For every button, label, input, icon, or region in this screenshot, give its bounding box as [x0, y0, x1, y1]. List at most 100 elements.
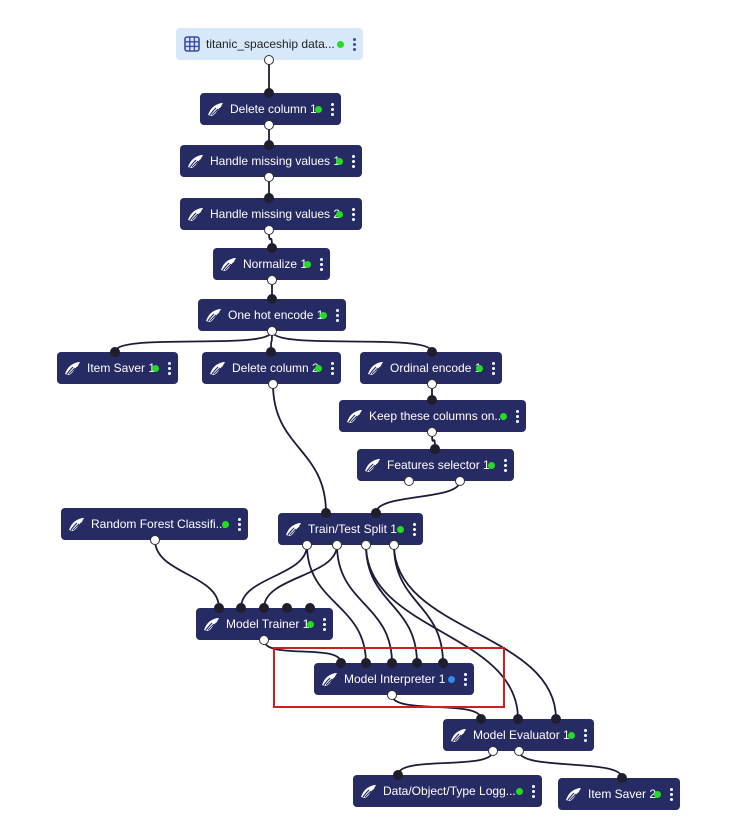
- node-delete-column-1[interactable]: Delete column 1: [200, 93, 341, 125]
- status-dot: [516, 787, 523, 795]
- node-label: Normalize 1: [243, 257, 308, 271]
- output-port[interactable]: [267, 275, 277, 285]
- node-item-saver-2[interactable]: Item Saver 2: [558, 778, 680, 810]
- output-port[interactable]: [387, 690, 397, 700]
- input-port[interactable]: [282, 603, 292, 613]
- more-options-icon[interactable]: [528, 781, 538, 801]
- input-port[interactable]: [264, 193, 274, 203]
- node-item-saver-1[interactable]: Item Saver 1: [57, 352, 178, 384]
- output-port[interactable]: [455, 476, 465, 486]
- node-model-trainer-1[interactable]: Model Trainer 1: [196, 608, 333, 640]
- more-options-icon[interactable]: [327, 99, 337, 119]
- input-port[interactable]: [267, 294, 277, 304]
- output-port[interactable]: [427, 427, 437, 437]
- status-dot: [337, 40, 344, 48]
- node-label: Delete column 1: [230, 102, 317, 116]
- bird-logo-icon: [186, 151, 206, 171]
- more-options-icon[interactable]: [319, 614, 329, 634]
- connection-wire: [263, 544, 338, 609]
- connection-wire: [306, 544, 367, 664]
- input-port[interactable]: [336, 658, 346, 668]
- output-port[interactable]: [488, 746, 498, 756]
- more-options-icon[interactable]: [666, 784, 676, 804]
- node-data-type-logger[interactable]: Data/Object/Type Logg...: [353, 775, 542, 807]
- status-dot: [320, 311, 327, 319]
- input-port[interactable]: [266, 347, 276, 357]
- more-options-icon[interactable]: [409, 519, 419, 539]
- node-normalize-1[interactable]: Normalize 1: [213, 248, 330, 280]
- node-delete-column-2[interactable]: Delete column 2: [202, 352, 341, 384]
- output-port[interactable]: [332, 540, 342, 550]
- node-label: Keep these columns on...: [369, 409, 505, 423]
- input-port[interactable]: [267, 243, 277, 253]
- node-handle-missing-2[interactable]: Handle missing values 2: [180, 198, 362, 230]
- output-port[interactable]: [264, 120, 274, 130]
- output-port[interactable]: [267, 326, 277, 336]
- node-keep-columns[interactable]: Keep these columns on...: [339, 400, 526, 432]
- more-options-icon[interactable]: [512, 406, 522, 426]
- output-port[interactable]: [268, 379, 278, 389]
- connection-wire: [397, 750, 494, 776]
- input-port[interactable]: [438, 658, 448, 668]
- output-port[interactable]: [264, 172, 274, 182]
- bird-logo-icon: [204, 305, 224, 325]
- output-port[interactable]: [264, 225, 274, 235]
- connection-wire: [391, 694, 482, 720]
- more-options-icon[interactable]: [488, 358, 498, 378]
- node-ordinal-encode-1[interactable]: Ordinal encode 1: [360, 352, 502, 384]
- input-port[interactable]: [551, 714, 561, 724]
- more-options-icon[interactable]: [164, 358, 174, 378]
- node-one-hot-encode-1[interactable]: One hot encode 1: [198, 299, 346, 331]
- input-port[interactable]: [412, 658, 422, 668]
- more-options-icon[interactable]: [332, 305, 342, 325]
- input-port[interactable]: [259, 603, 269, 613]
- more-options-icon[interactable]: [316, 254, 326, 274]
- node-random-forest[interactable]: Random Forest Classifi...: [61, 508, 248, 540]
- input-port[interactable]: [110, 347, 120, 357]
- input-port[interactable]: [236, 603, 246, 613]
- output-port[interactable]: [150, 535, 160, 545]
- input-port[interactable]: [371, 508, 381, 518]
- input-port[interactable]: [321, 508, 331, 518]
- more-options-icon[interactable]: [500, 455, 510, 475]
- input-port[interactable]: [361, 658, 371, 668]
- node-train-test-split-1[interactable]: Train/Test Split 1: [278, 513, 423, 545]
- more-options-icon[interactable]: [348, 151, 358, 171]
- output-port[interactable]: [259, 635, 269, 645]
- node-titanic-dataset[interactable]: titanic_spaceship data...: [176, 28, 363, 60]
- input-port[interactable]: [393, 770, 403, 780]
- status-dot: [315, 364, 322, 372]
- more-options-icon[interactable]: [348, 204, 358, 224]
- input-port[interactable]: [264, 140, 274, 150]
- input-port[interactable]: [305, 603, 315, 613]
- input-port[interactable]: [427, 347, 437, 357]
- node-model-evaluator-1[interactable]: Model Evaluator 1: [443, 719, 594, 751]
- input-port[interactable]: [387, 658, 397, 668]
- more-options-icon[interactable]: [327, 358, 337, 378]
- node-handle-missing-1[interactable]: Handle missing values 1: [180, 145, 362, 177]
- input-port[interactable]: [214, 603, 224, 613]
- bird-logo-icon: [202, 614, 222, 634]
- status-dot: [315, 105, 322, 113]
- output-port[interactable]: [302, 540, 312, 550]
- node-model-interpreter-1[interactable]: Model Interpreter 1: [314, 663, 474, 695]
- node-features-selector-1[interactable]: Features selector 1: [357, 449, 514, 481]
- output-port[interactable]: [361, 540, 371, 550]
- input-port[interactable]: [617, 773, 627, 783]
- output-port[interactable]: [389, 540, 399, 550]
- input-port[interactable]: [264, 88, 274, 98]
- more-options-icon[interactable]: [234, 514, 244, 534]
- output-port[interactable]: [514, 746, 524, 756]
- input-port[interactable]: [476, 714, 486, 724]
- output-port[interactable]: [264, 55, 274, 65]
- input-port[interactable]: [513, 714, 523, 724]
- more-options-icon[interactable]: [460, 669, 470, 689]
- bird-logo-icon: [320, 669, 340, 689]
- input-port[interactable]: [427, 395, 437, 405]
- input-port[interactable]: [430, 444, 440, 454]
- output-port[interactable]: [427, 379, 437, 389]
- more-options-icon[interactable]: [349, 34, 359, 54]
- output-port[interactable]: [404, 476, 414, 486]
- more-options-icon[interactable]: [580, 725, 590, 745]
